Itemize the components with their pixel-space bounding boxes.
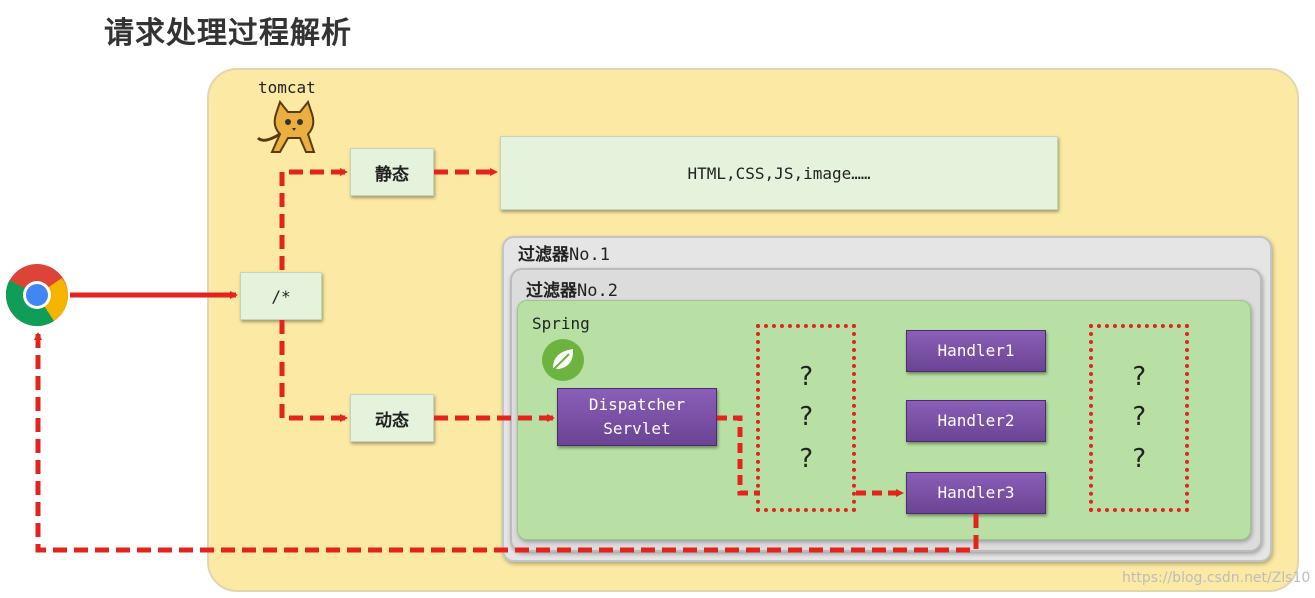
- question-mark: ?: [798, 444, 814, 474]
- watermark: https://blog.csdn.net/Zls10: [1122, 570, 1311, 586]
- chrome-icon[interactable]: [4, 262, 70, 328]
- tomcat-label: tomcat: [258, 78, 316, 97]
- static-resources-box: HTML,CSS,JS,image……: [500, 136, 1058, 210]
- page-title: 请求处理过程解析: [104, 16, 352, 51]
- url-pattern-box[interactable]: /*: [240, 272, 322, 320]
- handler3-box[interactable]: Handler3: [906, 472, 1046, 514]
- question-mark: ?: [1131, 444, 1147, 474]
- dispatcher-line1: Dispatcher: [588, 395, 686, 414]
- static-branch-arrow: [279, 168, 348, 270]
- unknown-left-box: [756, 324, 856, 512]
- response-arrow: [34, 332, 979, 553]
- spring-label: Spring: [532, 314, 590, 333]
- filter-no1-label: 过滤器No.1: [518, 245, 610, 265]
- question-mark: ?: [798, 362, 814, 392]
- question-mark: ?: [1131, 362, 1147, 392]
- handler2-box[interactable]: Handler2: [906, 400, 1046, 442]
- dispatcher-to-chain-arrow: [717, 415, 760, 496]
- question-mark: ?: [798, 402, 814, 432]
- dynamic-branch-arrow: [279, 320, 348, 422]
- filter-no2-label: 过滤器No.2: [526, 281, 618, 301]
- unknown-right-box: [1089, 324, 1189, 512]
- dynamic-box[interactable]: 动态: [350, 394, 434, 442]
- spring-leaf-icon: [542, 339, 584, 381]
- dispatcher-line2: Servlet: [603, 419, 671, 438]
- static-box[interactable]: 静态: [350, 148, 434, 196]
- handler1-box[interactable]: Handler1: [906, 330, 1046, 372]
- question-mark: ?: [1131, 402, 1147, 432]
- tomcat-cat-icon: [256, 100, 316, 153]
